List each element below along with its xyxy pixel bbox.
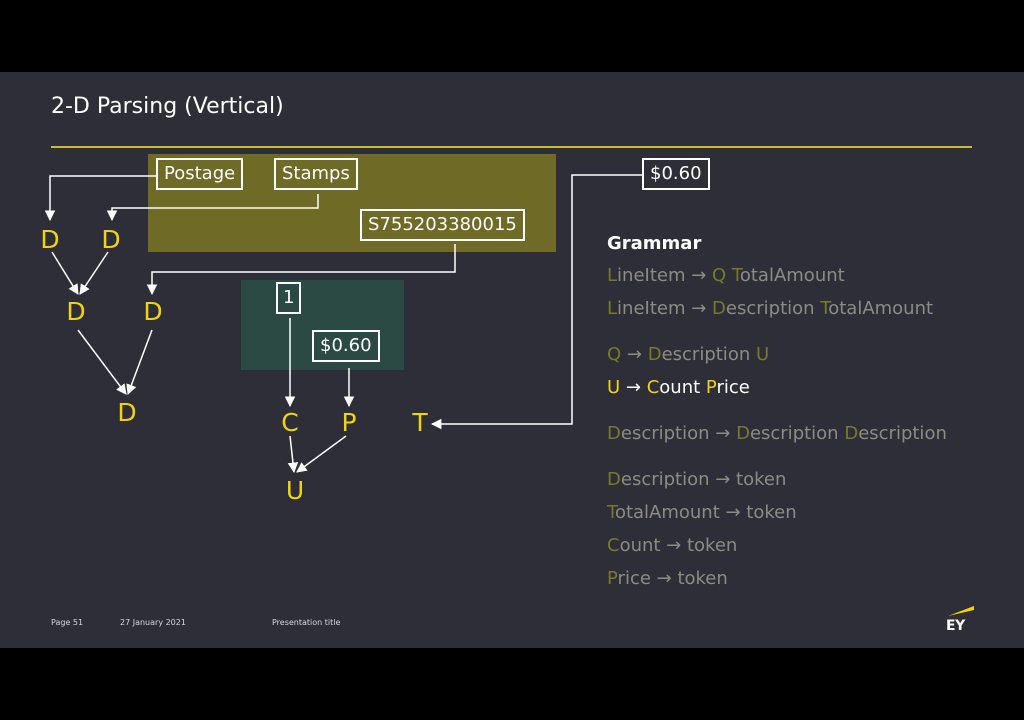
rule-initial: T — [607, 502, 615, 523]
rule-text: otalAmount — [828, 298, 934, 319]
d3-to-d5 — [77, 329, 127, 395]
rule-initial: Q — [712, 265, 727, 286]
p-to-u — [296, 435, 347, 473]
rule-text: ount — [659, 377, 706, 398]
rule-initial: L — [607, 265, 618, 286]
rule-initial: D — [607, 469, 621, 490]
grammar-rule: Price → token — [607, 567, 1007, 600]
c-to-u — [287, 435, 299, 474]
node-d5: D — [117, 398, 137, 427]
rule-text: escription — [858, 423, 947, 444]
rule-initial: D — [844, 423, 859, 444]
rule-text: otalAmount → token — [614, 502, 797, 523]
parse-tree-lines — [44, 174, 642, 474]
node-d4: D — [143, 297, 163, 326]
grammar-rule: Q → Description U — [607, 343, 1007, 376]
total-link — [430, 174, 642, 430]
grammar-rule: U → Count Price — [607, 376, 1007, 409]
rule-initial: T — [820, 298, 829, 319]
node-t: T — [412, 408, 428, 437]
rule-initial: P — [607, 568, 618, 589]
token-stamps: Stamps — [274, 158, 358, 190]
token-count: 1 — [276, 282, 302, 314]
rule-text: escription → token — [620, 469, 787, 490]
rule-text: ineItem → — [617, 265, 713, 286]
rule-initial: C — [646, 377, 660, 398]
grammar-rule: LineItem → Description TotalAmount — [607, 297, 1007, 330]
grammar-title: Grammar — [607, 233, 702, 254]
d4-to-d5 — [126, 329, 153, 395]
node-c: C — [281, 408, 299, 437]
rule-text: ineItem → — [617, 298, 713, 319]
rule-initial: P — [705, 377, 717, 398]
d2-to-d3 — [79, 251, 109, 295]
grammar-rule: LineItem → Q TotalAmount — [607, 264, 1007, 297]
node-d3: D — [66, 297, 86, 326]
token-postage: Postage — [156, 158, 244, 190]
ey-logo-text: EY — [946, 618, 965, 634]
token-sku: S755203380015 — [360, 209, 525, 241]
rule-initial: U — [607, 377, 621, 398]
ey-logo — [948, 606, 974, 616]
rule-text: → — [621, 344, 648, 365]
postage-link — [44, 175, 158, 222]
description-region — [148, 154, 556, 252]
rule-initial: D — [647, 344, 662, 365]
rule-text: otalAmount — [739, 265, 845, 286]
rule-initial: D — [607, 423, 621, 444]
grammar-rule: Description → Description Description — [607, 422, 1007, 455]
rule-text: → — [620, 377, 647, 398]
grammar-rule: Count → token — [607, 534, 1007, 567]
footer-date: 27 January 2021 — [120, 618, 186, 627]
rule-initial: Q — [607, 344, 622, 365]
grammar-rule: Description → token — [607, 468, 1007, 501]
grammar-rule: TotalAmount → token — [607, 501, 1007, 534]
footer-page-number: Page 51 — [51, 618, 84, 627]
footer-presentation-title: Presentation title — [272, 618, 341, 627]
quantity-region — [241, 280, 404, 370]
token-total-amount: $0.60 — [642, 158, 710, 190]
rule-text: escription — [661, 344, 756, 365]
rule-text: rice → token — [617, 568, 728, 589]
rule-initial: T — [731, 265, 740, 286]
rule-initial: D — [736, 423, 750, 444]
token-price: $0.60 — [312, 330, 380, 362]
rule-initial: C — [607, 535, 620, 556]
stamps-link — [106, 194, 319, 222]
slide-title: 2-D Parsing (Vertical) — [51, 94, 284, 119]
node-u: U — [285, 476, 305, 505]
rule-text: escription → — [620, 423, 737, 444]
rule-text: escription — [725, 298, 821, 319]
rule-initial: L — [607, 298, 618, 319]
rule-text: escription — [749, 423, 845, 444]
d1-to-d3 — [51, 251, 79, 295]
rule-initial: D — [712, 298, 726, 319]
rule-initial: U — [755, 344, 770, 365]
sku-link — [146, 244, 456, 296]
node-d1: D — [40, 225, 60, 254]
node-p: P — [341, 408, 357, 437]
slide: 2-D Parsing (Vertical) Postage Stamps S7 — [0, 72, 1024, 648]
node-d2: D — [101, 225, 121, 254]
title-rule — [51, 146, 972, 148]
rule-text: rice — [716, 377, 750, 398]
rule-text: ount → token — [619, 535, 738, 556]
